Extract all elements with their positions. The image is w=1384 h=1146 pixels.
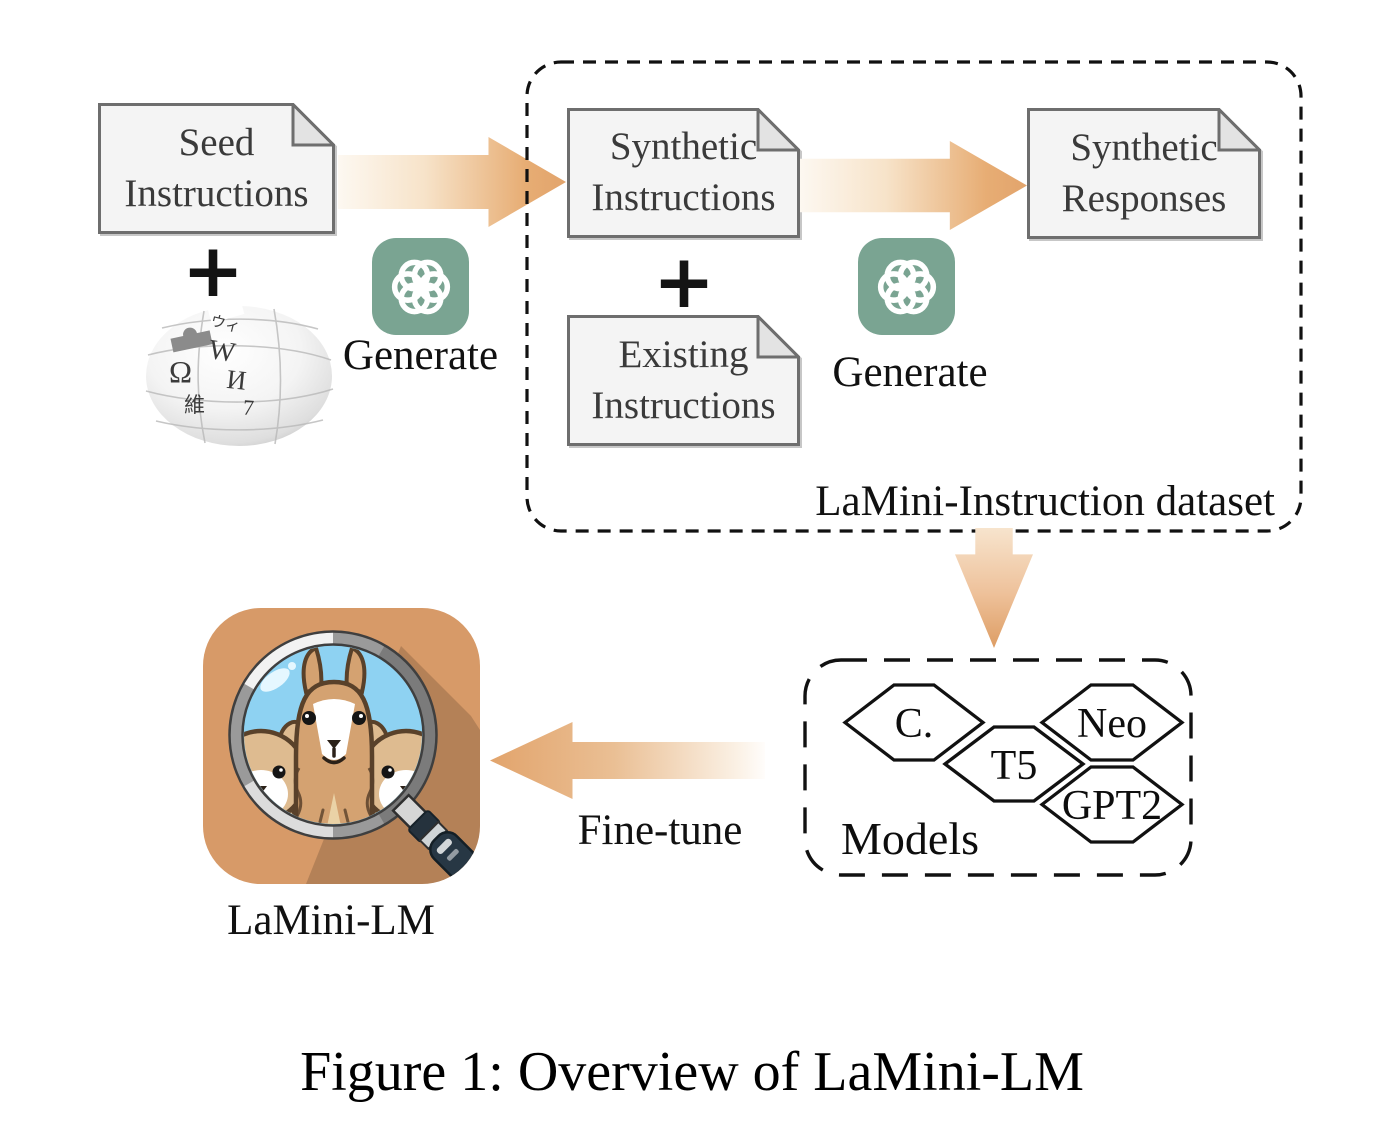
hexagon-cerebras (842, 683, 986, 762)
fine-tune-label: Fine-tune (577, 807, 743, 854)
hexagon-gpt2 (1039, 765, 1185, 844)
doc-line: Existing (618, 332, 749, 376)
doc-line: Seed (178, 120, 255, 164)
openai-knot-glyph (391, 259, 450, 314)
openai-icon (858, 238, 955, 335)
dataset-label: LaMini-Instruction dataset (815, 478, 1275, 525)
glyph-wi: ウィ (209, 312, 242, 336)
models-box: C. Neo T5 GPT2 (803, 658, 1193, 877)
doc-line: Responses (1061, 176, 1227, 220)
doc-label: Seed Instructions (98, 103, 335, 234)
glyph-w: W (207, 334, 239, 369)
glyph-omega: Ω (169, 354, 192, 389)
document-shape (98, 103, 335, 234)
hexagon-label: GPT2 (1062, 783, 1162, 829)
lamini-dataset-box (525, 60, 1303, 533)
doc-line: Synthetic (1070, 125, 1218, 169)
doc-line: Synthetic (609, 125, 758, 169)
puzzle-seams (145, 308, 334, 445)
hexagon-label: T5 (991, 743, 1038, 789)
synthetic-instructions-doc: Synthetic Instructions (567, 108, 800, 238)
doc-line: Instructions (124, 171, 309, 215)
doc-line: Instructions (591, 383, 776, 427)
models-label: Models (841, 813, 979, 864)
wikipedia-globe-icon: ウィ W Ω И 維 7 (145, 303, 334, 446)
hexagon-label: Neo (1077, 701, 1147, 747)
lamini-lm-icon (203, 608, 480, 884)
missing-piece-notch (205, 303, 245, 324)
hexagon-neo (1039, 683, 1185, 762)
synthetic-responses-doc: Synthetic Responses (1027, 108, 1261, 239)
plus-operator: + (181, 228, 244, 314)
doc-label: Synthetic Instructions (567, 108, 800, 238)
folded-corner (756, 315, 800, 359)
glyph-seven: 7 (242, 395, 255, 421)
document-shape (567, 108, 800, 238)
hexagon-label: C. (895, 701, 934, 747)
document-shape (1027, 108, 1261, 239)
hexagon-t5 (942, 725, 1086, 803)
magnifier-ring (228, 630, 438, 840)
generate-label: Generate (342, 332, 499, 379)
globe-glyphs: ウィ W Ω И 維 7 (169, 312, 255, 420)
llama-center (292, 646, 376, 824)
lens-highlight (288, 662, 296, 670)
openai-icon (372, 238, 469, 335)
folded-corner (291, 103, 335, 147)
plus-operator: + (652, 239, 715, 325)
figure-caption: Figure 1: Overview of LaMini-LM (300, 1041, 1084, 1103)
openai-knot-glyph (877, 259, 936, 314)
glyph-wei: 維 (184, 393, 205, 417)
seed-instructions-doc: Seed Instructions (98, 103, 335, 234)
doc-label: Existing Instructions (567, 315, 800, 446)
existing-instructions-doc: Existing Instructions (567, 315, 800, 446)
doc-label: Synthetic Responses (1027, 108, 1261, 239)
folded-corner (1217, 108, 1261, 152)
dark-puzzle-piece (170, 327, 213, 353)
arrow-fine-tune (490, 722, 765, 799)
doc-line: Instructions (591, 176, 776, 219)
lamini-lm-label: LaMini-LM (227, 897, 435, 944)
lens-highlight (260, 668, 290, 692)
generate-label: Generate (832, 349, 988, 396)
arrow-dataset-to-models (955, 528, 1033, 648)
folded-corner (756, 108, 800, 152)
glyph-i: И (225, 364, 248, 396)
document-shape (567, 315, 800, 446)
